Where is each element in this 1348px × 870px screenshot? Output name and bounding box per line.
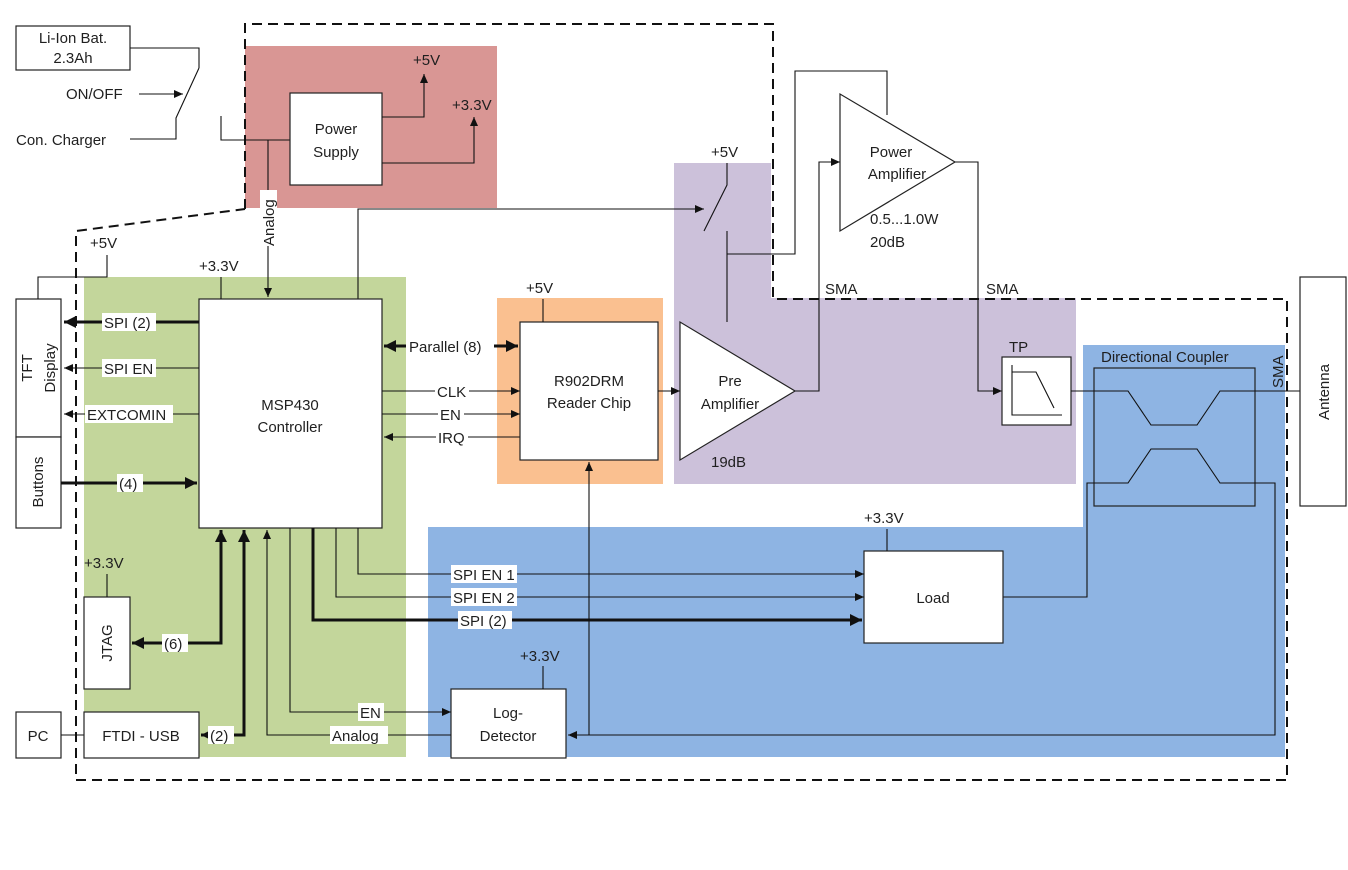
parallel-bus-label: Parallel (8) (409, 339, 482, 356)
spi2-load-label: SPI (2) (460, 613, 507, 630)
pa-enable-wire (357, 205, 704, 299)
battery-wire (130, 47, 200, 68)
pa-to-lowpass-wire (955, 161, 1002, 395)
tft-display-label-1: TFT (19, 354, 36, 382)
antenna-box (1299, 276, 1347, 507)
tft-display-box (15, 298, 62, 438)
battery-box (15, 25, 131, 71)
sma-label-2: SMA (986, 281, 1019, 298)
spi-en1-label: SPI EN 1 (453, 567, 515, 584)
jtag-label: JTAG (99, 624, 116, 661)
power-amplifier-label-2: Amplifier (868, 166, 926, 183)
spi-en1-wire (357, 528, 864, 578)
on-off-label: ON/OFF (66, 86, 123, 103)
log-en-wire (289, 528, 451, 716)
pre-amplifier-triangle (679, 320, 797, 462)
spi2-load-bus (311, 528, 862, 626)
load-label: Load (916, 590, 949, 607)
power-supply-box (289, 92, 383, 186)
power-amplifier-label-1: Power (870, 144, 913, 161)
irq-label: IRQ (438, 430, 465, 447)
lowpass-icon (1011, 365, 1062, 416)
log-analog-wire (263, 530, 451, 736)
power-supply-label-2: Supply (313, 144, 359, 161)
log-analog-label: Analog (332, 728, 379, 745)
jtag-bus-label: (6) (164, 636, 182, 653)
pre-amplifier-label-1: Pre (718, 373, 741, 390)
extcomin-label: EXTCOMIN (87, 407, 166, 424)
antenna-label: Antenna (1316, 363, 1333, 420)
reader-chip-label-2: Reader Chip (547, 395, 631, 412)
coupler-label: Directional Coupler (1101, 349, 1229, 366)
log-detector-33v-label: +3.3V (520, 648, 560, 665)
power-amplifier-triangle (839, 92, 957, 233)
pc-label: PC (28, 728, 49, 745)
pa-switch-5v-label: +5V (711, 144, 738, 161)
tft-5v-label: +5V (90, 235, 117, 252)
switch-blade (130, 67, 200, 140)
pre-amplifier-label-2: Amplifier (701, 396, 759, 413)
spi-en-display-label: SPI EN (104, 361, 153, 378)
coupler-main-line (1071, 390, 1300, 426)
log-detector-label-1: Log- (493, 705, 523, 722)
measure-region (428, 345, 1285, 757)
analog-measure-label: Analog (261, 199, 278, 246)
mcu-33v-label: +3.3V (199, 258, 239, 275)
en-reader-label: EN (440, 407, 461, 424)
coupler-coupled-line (568, 448, 1276, 739)
battery-label-1: Li-Ion Bat. (39, 30, 107, 47)
tft-5v-wire (37, 255, 108, 299)
mcu-box (198, 298, 383, 529)
power-supply-label-1: Power (315, 121, 358, 138)
spi2-display-label: SPI (2) (104, 315, 151, 332)
log-en-label: EN (360, 705, 381, 722)
mcu-label-1: MSP430 (261, 397, 319, 414)
usb-bus-label: (2) (210, 728, 228, 745)
buttons-bus-label: (4) (119, 476, 137, 493)
load-33v-label: +3.3V (864, 510, 904, 527)
power-amplifier-gain: 20dB (870, 234, 905, 251)
load-box (863, 550, 1004, 644)
supply-input-wire (220, 116, 290, 141)
supply-33v-label: +3.3V (452, 97, 492, 114)
reader-5v-label: +5V (526, 280, 553, 297)
pre-amplifier-gain: 19dB (711, 454, 746, 471)
spi-en2-wire (335, 528, 864, 601)
ftdi-box (83, 711, 200, 759)
sma-label-3: SMA (1270, 355, 1287, 388)
supply-33v-wire (382, 117, 478, 164)
sma-label-1: SMA (825, 281, 858, 298)
jtag-33v-label: +3.3V (84, 555, 124, 572)
spi-en2-label: SPI EN 2 (453, 590, 515, 607)
mcu-label-2: Controller (257, 419, 322, 436)
lowpass-label: TP (1009, 339, 1028, 356)
reader-chip-box (519, 321, 659, 461)
reader-chip-label-1: R902DRM (554, 373, 624, 390)
battery-label-2: 2.3Ah (53, 50, 92, 67)
buttons-label: Buttons (30, 457, 47, 508)
supply-5v-wire (382, 74, 428, 118)
charger-label: Con. Charger (16, 132, 106, 149)
coupler-box (1093, 367, 1256, 507)
supply-5v-label: +5V (413, 52, 440, 69)
tft-display-label-2: Display (42, 343, 59, 393)
ftdi-label: FTDI - USB (102, 728, 180, 745)
power-amplifier-power: 0.5...1.0W (870, 211, 939, 228)
clk-label: CLK (437, 384, 466, 401)
pa-switch-wire (703, 70, 888, 322)
coupler-terminated-line (1003, 482, 1094, 598)
log-detector-box (450, 688, 567, 759)
log-detector-label-2: Detector (480, 728, 537, 745)
preamp-to-pa-wire (795, 158, 840, 392)
